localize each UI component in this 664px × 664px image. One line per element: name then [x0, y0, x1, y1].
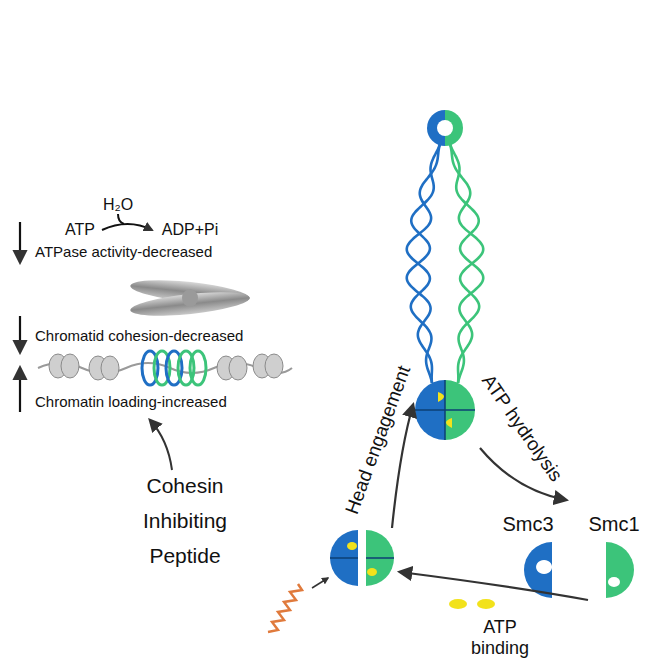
inhibitor-label: Cohesin Inhibiting Peptide: [125, 468, 245, 573]
reaction-arrow: [102, 224, 152, 230]
molecule-label: ADP+Pi: [162, 221, 218, 239]
chromatin-drawing: [38, 351, 292, 385]
subunit-label: Smc1: [588, 513, 639, 536]
atp-molecule: [449, 599, 467, 609]
atp-molecule: [477, 599, 495, 609]
effect-label: Chromatin loading-increased: [35, 393, 227, 410]
cycle-arrow: [400, 572, 588, 600]
coil-strand: [407, 144, 440, 383]
coil-strand: [450, 144, 483, 383]
molecule-label: ATP: [65, 221, 95, 239]
step-label: ATP binding: [460, 617, 540, 659]
effect-arrow: [150, 420, 172, 470]
molecule-label: H₂O: [103, 196, 133, 214]
coiled-coil-arms: [407, 144, 484, 383]
effect-label: ATPase activity-decreased: [35, 243, 212, 260]
effect-label: Chromatid cohesion-decreased: [35, 327, 243, 344]
increase-arrow: [19, 368, 21, 412]
decrease-arrow: [19, 222, 21, 262]
coil-strand: [450, 144, 483, 383]
binding-arrow: [312, 578, 328, 588]
hinge-domain: [427, 110, 463, 146]
atp-bound-heads: [330, 530, 394, 586]
chromosome-drawing: [129, 276, 250, 320]
subunit-label: Smc3: [502, 513, 553, 536]
water-join-line: [118, 214, 124, 224]
engaged-heads: [415, 380, 475, 440]
coil-strand: [407, 144, 440, 383]
decrease-arrow: [19, 316, 21, 352]
step-label: ATP hydrolysis: [477, 371, 567, 486]
separated-heads: [524, 542, 634, 598]
peptide-spring: [268, 584, 302, 632]
